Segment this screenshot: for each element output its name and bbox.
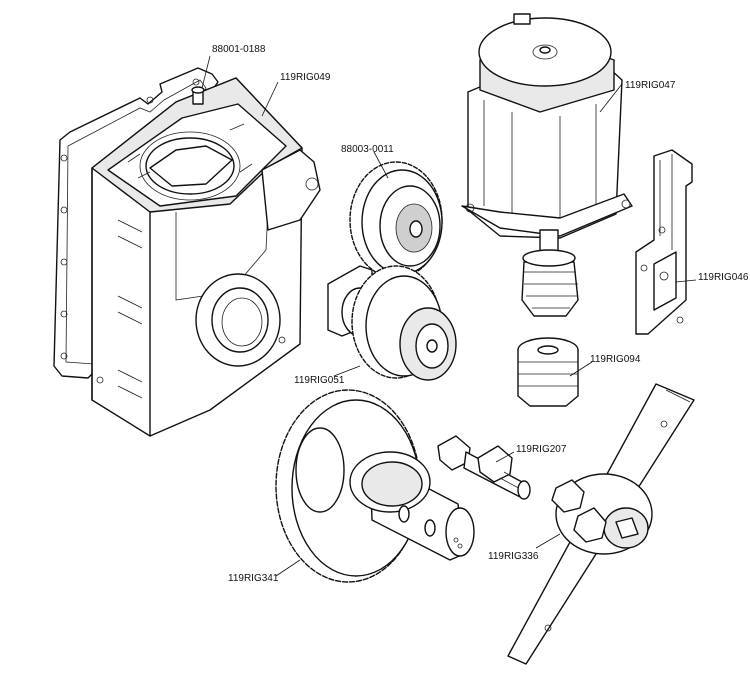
label-88003-0011: 88003-0011 xyxy=(341,144,394,155)
label-119RIG051: 119RIG051 xyxy=(294,375,345,386)
gear-cluster-119RIG051 xyxy=(327,265,457,381)
label-88001-0188: 88001-0188 xyxy=(212,44,266,55)
spur-gear-88003-0011 xyxy=(349,161,443,279)
label-119RIG341: 119RIG341 xyxy=(228,573,279,584)
shaft-coupling-119RIG336 xyxy=(507,383,695,665)
label-119RIG049: 119RIG049 xyxy=(280,72,331,83)
label-119RIG336: 119RIG336 xyxy=(488,551,539,562)
label-119RIG046: 119RIG046 xyxy=(698,272,749,283)
output-gear-119RIG341 xyxy=(275,389,475,583)
label-119RIG047: 119RIG047 xyxy=(625,80,676,91)
bolt-119RIG207 xyxy=(437,435,531,500)
worm-gear-119RIG094 xyxy=(517,337,579,407)
label-119RIG207: 119RIG207 xyxy=(516,444,567,455)
mounting-bracket xyxy=(635,149,693,335)
gearbox-housing xyxy=(91,77,321,437)
label-119RIG094: 119RIG094 xyxy=(590,354,641,365)
electric-motor xyxy=(461,13,633,317)
leader-lines xyxy=(201,55,697,577)
